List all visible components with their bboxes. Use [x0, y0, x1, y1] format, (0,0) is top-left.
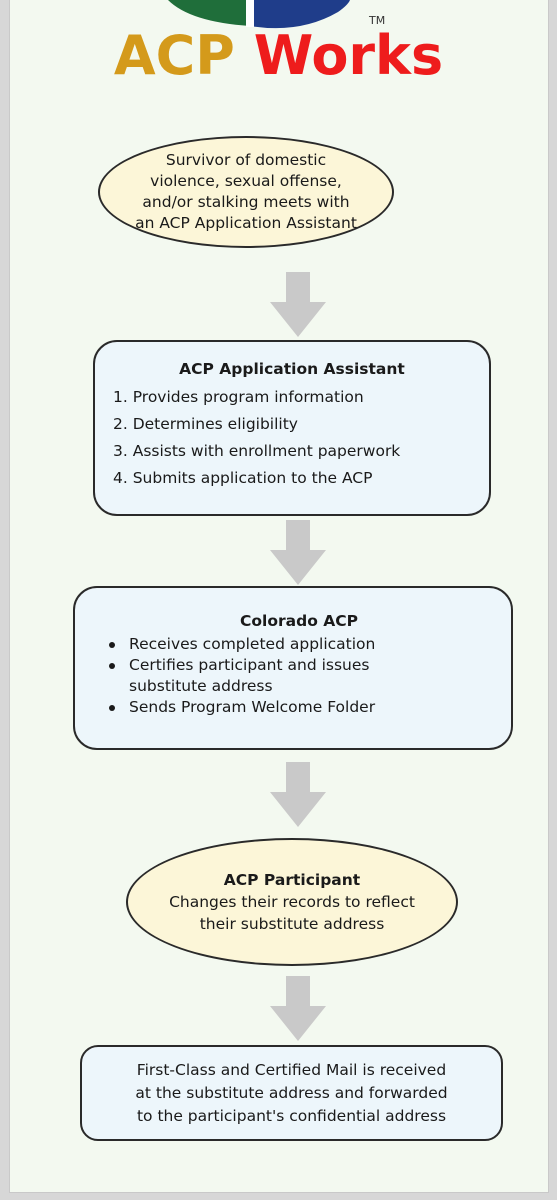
assistant-box: ACP Application Assistant 1. Provides pr… [93, 340, 491, 516]
trademark-symbol: TM [369, 14, 386, 27]
participant-line: their substitute address [199, 915, 385, 933]
start-line: and/or stalking meets with [142, 193, 350, 211]
start-line: Survivor of domestic [165, 151, 327, 169]
colorado-bullets: Receives completed application Certifies… [101, 634, 497, 718]
colorado-bullet: Certifies participant and issues substit… [101, 655, 497, 697]
participant-line: Changes their records to reflect [169, 893, 415, 911]
assistant-step: 3. Assists with enrollment paperwork [113, 442, 401, 460]
participant-node: ACP Participant Changes their records to… [126, 838, 458, 966]
colorado-bullet: Sends Program Welcome Folder [101, 697, 497, 718]
colorado-acp-box: Colorado ACP Receives completed applicat… [73, 586, 513, 750]
colorado-bullet: Receives completed application [101, 634, 497, 655]
final-line: to the participant's confidential addres… [136, 1106, 447, 1125]
start-node: Survivor of domestic violence, sexual of… [98, 136, 394, 248]
final-line: at the substitute address and forwarded [135, 1083, 448, 1102]
logo-green-swoosh [168, 0, 252, 26]
flow-arrow [270, 272, 326, 337]
final-line: First-Class and Certified Mail is receiv… [136, 1060, 447, 1079]
flow-arrow [270, 976, 326, 1041]
flow-arrow [270, 520, 326, 585]
assistant-step: 2. Determines eligibility [113, 415, 298, 433]
assistant-steps: 1. Provides program information 2. Deter… [113, 384, 489, 492]
participant-title: ACP Participant [223, 871, 361, 889]
logo-word-acp: ACP [113, 24, 235, 87]
assistant-title: ACP Application Assistant [179, 360, 405, 378]
assistant-step: 4. Submits application to the ACP [113, 469, 373, 487]
logo-word-works: Works [253, 24, 444, 87]
assistant-step: 1. Provides program information [113, 388, 364, 406]
logo-title: ACP Works [0, 20, 557, 92]
logo-swoosh-graphic [168, 0, 350, 29]
final-box: First-Class and Certified Mail is receiv… [80, 1045, 503, 1141]
colorado-title: Colorado ACP [240, 612, 358, 630]
start-line: violence, sexual offense, [150, 172, 342, 190]
start-line: an ACP Application Assistant [135, 214, 357, 232]
logo-blue-arc [250, 0, 350, 29]
flow-arrow [270, 762, 326, 827]
